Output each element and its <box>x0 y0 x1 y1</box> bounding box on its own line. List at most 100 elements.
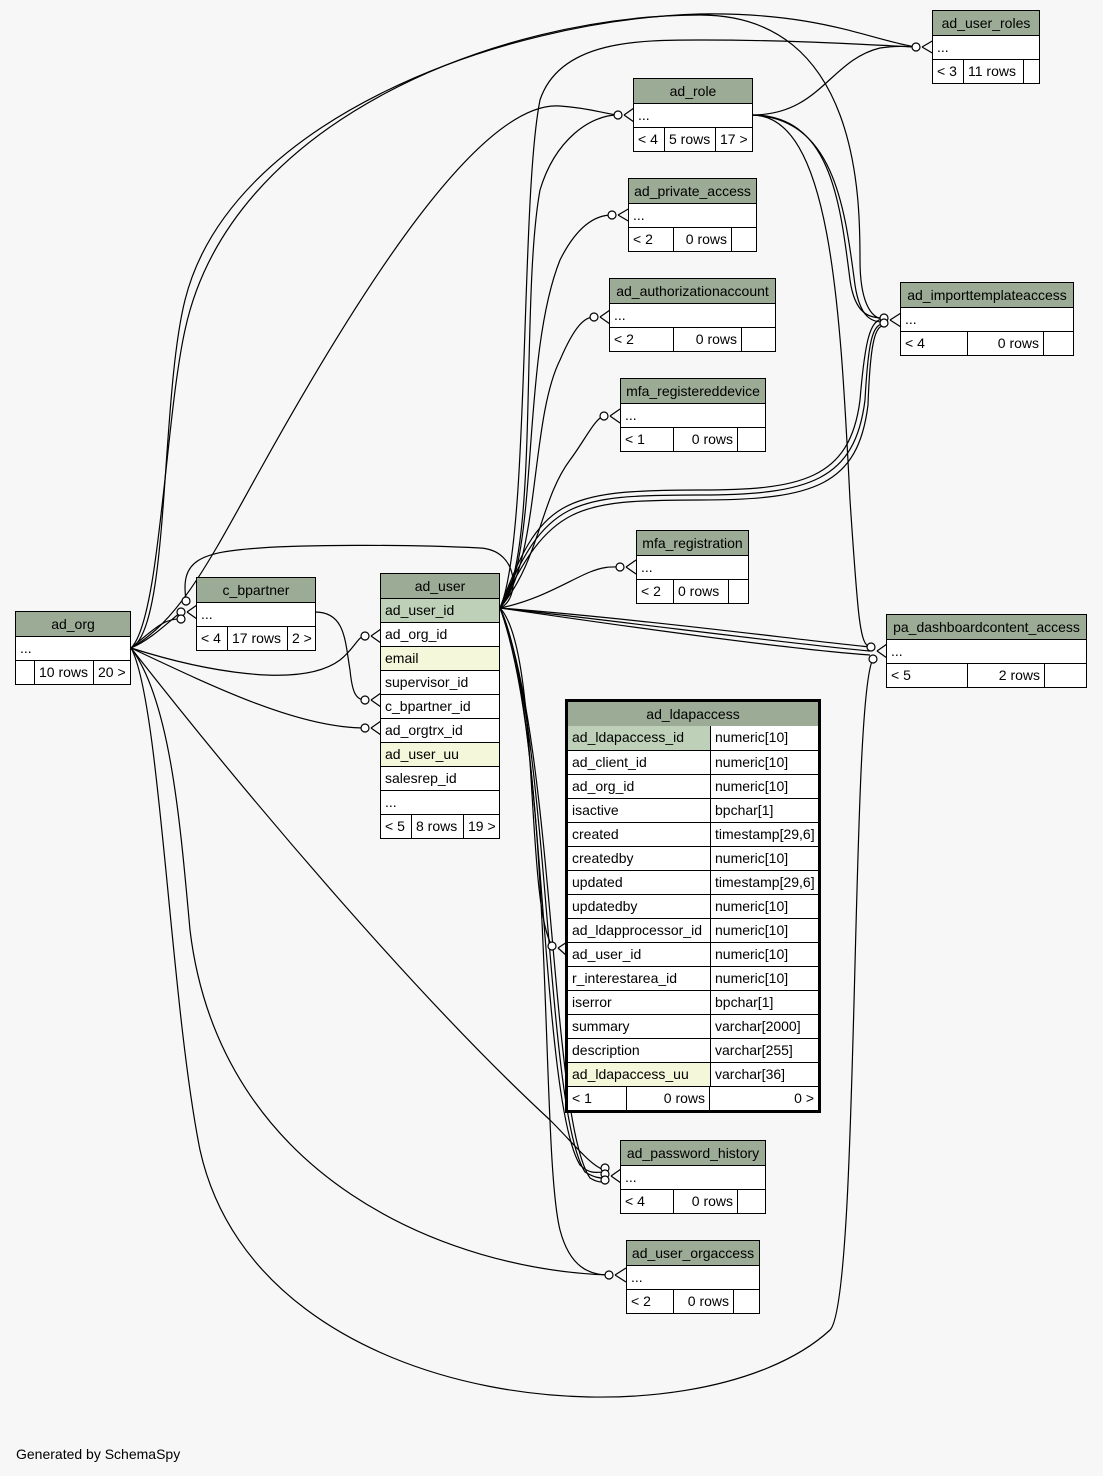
table-ad_user_roles[interactable]: ad_user_roles ... < 3 11 rows <box>932 10 1040 84</box>
child-count[interactable]: 0 > <box>709 1087 818 1110</box>
column-name: description <box>572 1042 640 1058</box>
table-title[interactable]: ad_role <box>669 82 717 99</box>
table-title[interactable]: mfa_registereddevice <box>626 382 760 399</box>
table-ad_user_orgaccess[interactable]: ad_user_orgaccess ... < 2 0 rows <box>626 1240 760 1314</box>
row-count: 2 rows <box>967 664 1044 687</box>
child-count[interactable] <box>737 428 765 451</box>
table-title[interactable]: ad_importtemplateaccess <box>907 286 1067 303</box>
parent-count[interactable]: < 2 <box>641 583 661 599</box>
table-title[interactable]: ad_private_access <box>634 182 751 199</box>
edge-ad_org-ad_user-orgtrx <box>130 647 366 729</box>
table-title[interactable]: ad_user <box>414 577 466 594</box>
child-count[interactable] <box>731 228 756 251</box>
column-ellipsis: ... <box>905 311 917 327</box>
table-c_bpartner[interactable]: c_bpartner ... < 4 17 rows 2 > <box>196 577 316 651</box>
child-count[interactable]: 19 > <box>463 815 499 838</box>
parent-count[interactable]: < 1 <box>572 1090 592 1106</box>
column-row-ad_ldapprocessor_id: ad_ldapprocessor_id numeric[10] <box>568 918 818 942</box>
table-title[interactable]: ad_user_orgaccess <box>631 1244 755 1261</box>
child-count[interactable] <box>741 328 775 351</box>
edge-ad_user-ad_importtemplateaccess-1 <box>499 318 884 609</box>
column-name: summary <box>572 1018 630 1034</box>
column-name: created <box>572 826 619 842</box>
table-title[interactable]: ad_user_roles <box>941 14 1031 31</box>
row-count: 0 rows <box>673 580 728 603</box>
column-row-created: created timestamp[29,6] <box>568 822 818 846</box>
edge-ad_user-ad_importtemplateaccess-2 <box>499 323 884 609</box>
parent-count[interactable]: < 5 <box>385 818 405 834</box>
parent-count[interactable]: < 2 <box>631 1293 651 1309</box>
child-count[interactable] <box>733 1290 759 1313</box>
parent-count[interactable]: < 3 <box>937 63 957 79</box>
column-type: varchar[2000] <box>710 1015 818 1038</box>
column-ellipsis: ... <box>614 307 626 323</box>
parent-count[interactable]: < 5 <box>891 667 911 683</box>
column-name: isactive <box>572 802 619 818</box>
child-count[interactable]: 2 > <box>287 627 315 650</box>
child-count[interactable]: 20 > <box>93 661 130 684</box>
edge-ad_org-ad_role <box>130 105 619 649</box>
table-ad_password_history[interactable]: ad_password_history ... < 4 0 rows <box>620 1140 766 1214</box>
column-salesrep_id: salesrep_id <box>385 770 457 786</box>
column-name: ad_client_id <box>572 754 647 770</box>
table-title[interactable]: ad_ldapaccess <box>646 705 740 722</box>
parent-count[interactable]: < 2 <box>614 331 634 347</box>
table-ad_org[interactable]: ad_org ... 10 rows 20 > <box>15 611 131 685</box>
edge-ad_user-ad_private_access <box>499 214 613 609</box>
parent-count[interactable]: < 4 <box>201 630 221 646</box>
table-pa_dashboardcontent_access[interactable]: pa_dashboardcontent_access ... < 5 2 row… <box>886 614 1087 688</box>
row-count: 8 rows <box>411 815 463 838</box>
table-title[interactable]: ad_password_history <box>626 1144 760 1161</box>
row-count: 0 rows <box>967 332 1043 355</box>
column-name: ad_ldapprocessor_id <box>572 922 702 938</box>
column-supervisor_id: supervisor_id <box>385 674 469 690</box>
table-title[interactable]: c_bpartner <box>222 581 290 598</box>
edge-ad_user-ad_ldapaccess <box>499 607 553 947</box>
child-count[interactable]: 17 > <box>715 128 752 151</box>
child-count[interactable] <box>737 1190 765 1213</box>
column-type: numeric[10] <box>710 726 818 750</box>
column-type: numeric[10] <box>710 895 818 918</box>
column-ellipsis: ... <box>937 39 949 55</box>
edge-ad_org-ad_user_roles <box>130 13 917 649</box>
table-ad_private_access[interactable]: ad_private_access ... < 2 0 rows <box>628 178 757 252</box>
child-count[interactable] <box>1044 664 1086 687</box>
column-ellipsis: ... <box>385 794 397 810</box>
column-name: ad_ldapaccess_id <box>568 726 710 750</box>
edge-ad_user-ad_role <box>499 114 619 609</box>
parent-count[interactable]: < 1 <box>625 431 645 447</box>
table-title[interactable]: ad_org <box>51 615 95 632</box>
table-ad_authorizationaccount[interactable]: ad_authorizationaccount ... < 2 0 rows <box>609 278 776 352</box>
row-count: 0 rows <box>673 1290 733 1313</box>
edge-ad_user-pa_dashboard-2 <box>499 607 871 652</box>
table-ad_user[interactable]: ad_user ad_user_id ad_org_id email super… <box>380 573 500 839</box>
parent-count[interactable] <box>16 661 34 684</box>
child-count[interactable] <box>1043 332 1073 355</box>
table-mfa_registration[interactable]: mfa_registration ... < 2 0 rows <box>636 530 749 604</box>
column-type: bpchar[1] <box>710 799 818 822</box>
parent-count[interactable]: < 4 <box>638 131 658 147</box>
child-count[interactable] <box>728 580 748 603</box>
column-row-isactive: isactive bpchar[1] <box>568 798 818 822</box>
parent-count[interactable]: < 4 <box>905 335 925 351</box>
table-title[interactable]: ad_authorizationaccount <box>616 282 769 299</box>
table-title[interactable]: pa_dashboardcontent_access <box>893 618 1080 635</box>
column-type: numeric[10] <box>710 775 818 798</box>
table-mfa_registereddevice[interactable]: mfa_registereddevice ... < 1 0 rows <box>620 378 766 452</box>
parent-count[interactable]: < 4 <box>625 1193 645 1209</box>
table-ad_role[interactable]: ad_role ... < 4 5 rows 17 > <box>633 78 753 152</box>
column-type: numeric[10] <box>710 919 818 942</box>
edge-ad_user-c_bpartner-loop <box>184 544 514 609</box>
column-ad_user_id: ad_user_id <box>385 602 455 618</box>
column-ellipsis: ... <box>625 1169 637 1185</box>
table-ad_importtemplateaccess[interactable]: ad_importtemplateaccess ... < 4 0 rows <box>900 282 1074 356</box>
table-title[interactable]: mfa_registration <box>642 534 743 551</box>
column-type: timestamp[29,6] <box>710 823 818 846</box>
parent-count[interactable]: < 2 <box>633 231 653 247</box>
edge-ad_user-mfa_registration <box>499 566 621 609</box>
child-count[interactable] <box>1023 60 1039 83</box>
